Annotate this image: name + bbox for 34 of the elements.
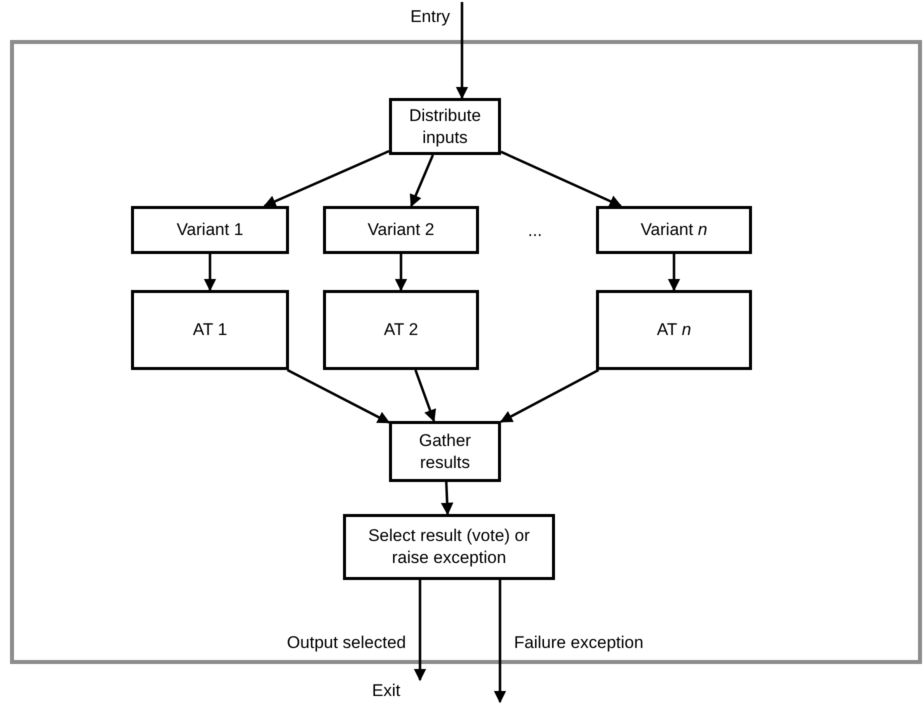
node-label: Select result (vote) or raise exception: [367, 525, 531, 569]
arrow: [414, 580, 426, 682]
ellipsis-label: ...: [526, 220, 544, 242]
exit-label: Exit: [371, 680, 402, 702]
node-label: AT 1: [192, 319, 228, 341]
process-box: [389, 98, 501, 155]
process-box: [389, 421, 501, 482]
node-label: AT 2: [382, 319, 420, 341]
process-box: [596, 206, 752, 254]
process-box: [323, 290, 479, 370]
node-label: AT n: [656, 319, 692, 341]
arrow: [456, 2, 468, 100]
process-box: [131, 206, 289, 254]
arrow: [494, 580, 506, 704]
node-label: Variant n: [640, 219, 708, 241]
node-label: Gather results: [418, 430, 472, 474]
arrow: [500, 150, 622, 208]
arrow: [414, 370, 436, 422]
arrow: [263, 150, 390, 208]
arrow: [668, 254, 680, 292]
arrow: [286, 368, 390, 424]
process-box: [596, 290, 752, 370]
node-label: Variant 2: [366, 219, 436, 241]
node-label: Distribute inputs: [408, 104, 482, 148]
arrow: [410, 154, 434, 208]
arrow: [500, 368, 600, 423]
arrow: [440, 482, 454, 516]
arrow: [394, 254, 408, 292]
node-label: Variant 1: [176, 219, 244, 241]
process-box: [323, 206, 479, 254]
process-box: [131, 290, 289, 370]
process-box: [343, 514, 555, 580]
arrow: [204, 254, 216, 292]
frame-box: [10, 40, 922, 664]
